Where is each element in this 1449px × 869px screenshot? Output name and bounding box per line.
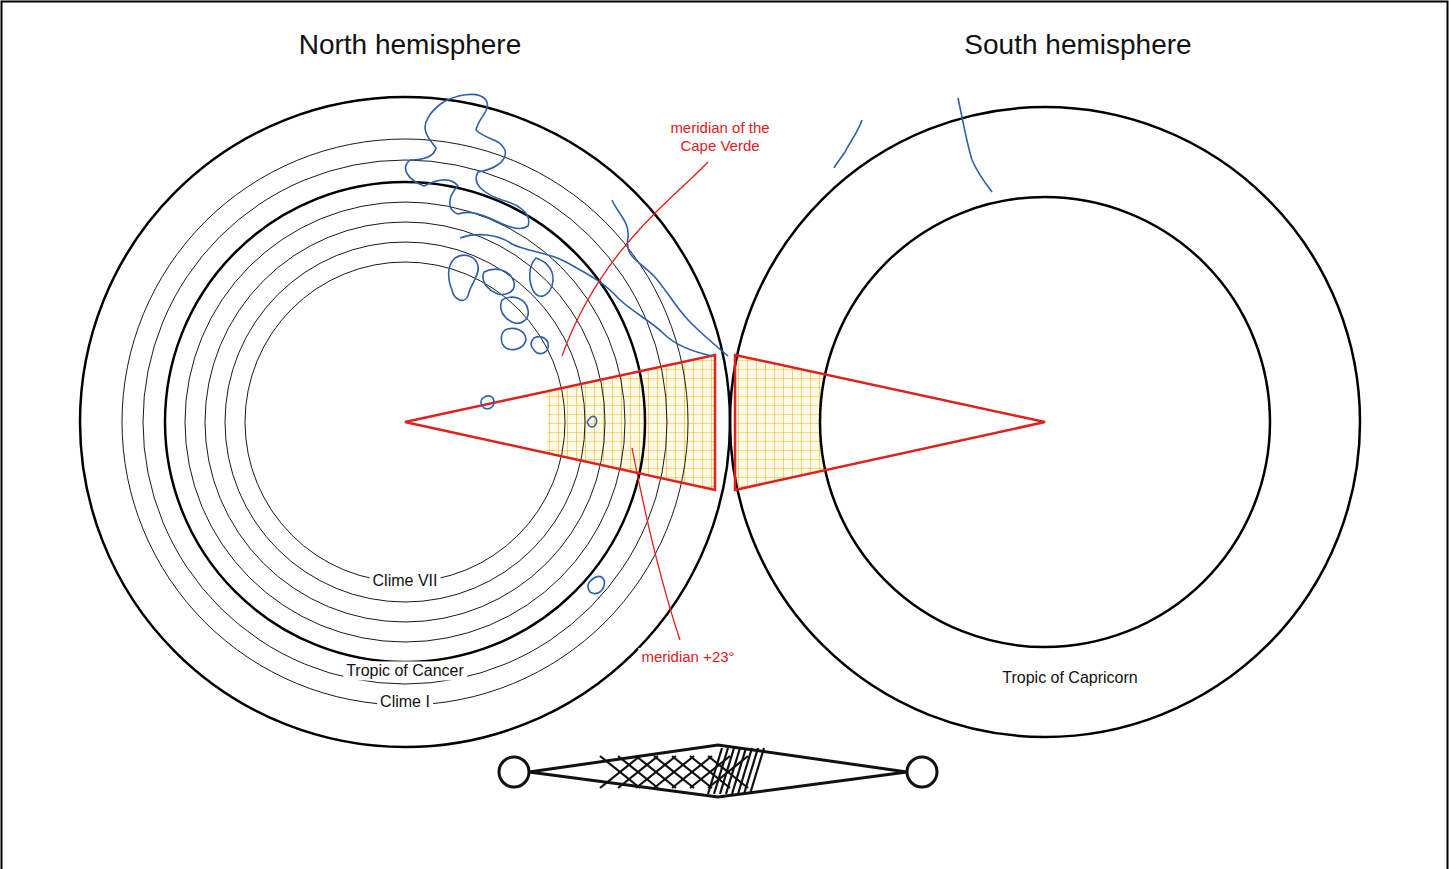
hatch-stroke [636,756,676,788]
tropic-label: Tropic of Capricorn [999,668,1140,687]
hatch-stroke [636,756,676,788]
hemisphere-title: North hemisphere [296,28,525,62]
grid-sector [405,355,715,490]
tropic-label: Tropic of Cancer [343,661,467,680]
clime-label: Clime I [377,692,433,711]
meridian-label: meridian +23° [638,648,737,666]
spindle-sketch [499,745,937,797]
hatch-stroke [672,756,712,788]
hatch-stroke [654,756,694,788]
clime-label: Clime VII [370,571,441,590]
hatch-stroke [600,756,640,788]
hatch-stroke [750,748,764,794]
sector-outline [405,355,715,490]
leader-line [632,448,680,640]
hatch-stroke [600,756,640,788]
grid-sector [735,355,1045,490]
sector-outline [735,355,1045,490]
hemisphere-outline [80,97,730,747]
hemisphere-title: South hemisphere [961,28,1194,62]
meridian-label: meridian of the Cape Verde [653,119,787,155]
coastline [406,94,992,593]
hatch-stroke [618,756,658,788]
hatch-stroke [618,756,658,788]
hemisphere-outline [730,107,1360,737]
leader-line [562,162,708,356]
hatch-stroke [654,756,694,788]
hatch-stroke [672,756,712,788]
